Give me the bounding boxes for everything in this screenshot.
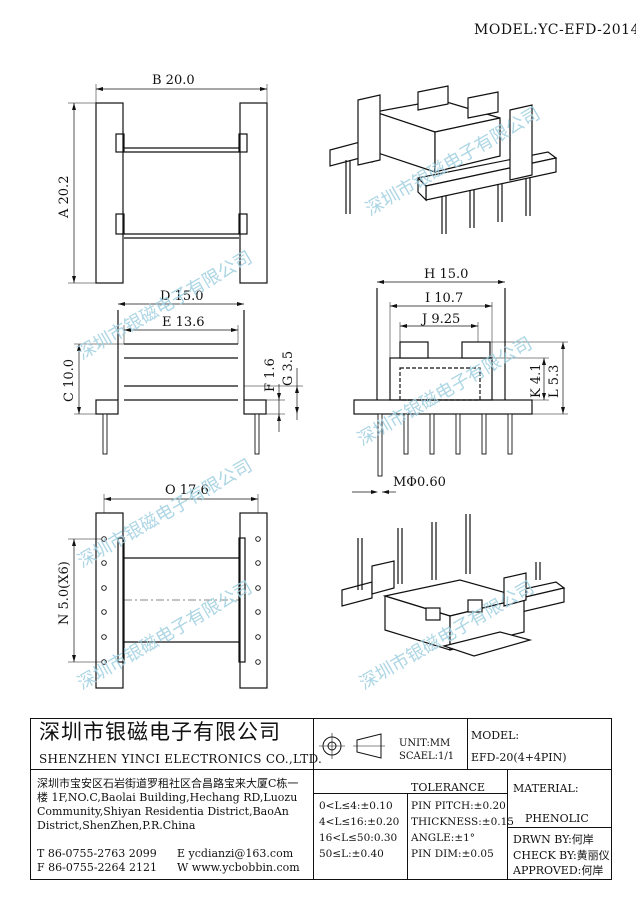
dim-h: H 15.0 (424, 267, 468, 282)
model-value: EFD-20(4+4PIN) (471, 751, 567, 764)
watermark-4: 深圳市银磁电子有限公司 (74, 455, 256, 572)
company-name-en: SHENZHEN YINCI ELECTRONICS CO.,LTD. (39, 752, 323, 766)
front-view: D 15.0 E 13.6 C 10.0 F 1.6 G 3.5 (62, 289, 303, 455)
scale: SCAEL:1/1 (399, 751, 455, 762)
checked-by: CHECK BY:黄丽仪 (513, 849, 610, 862)
email: E ycdianzi@163.com (177, 847, 294, 860)
dim-i: I 10.7 (425, 291, 463, 306)
dim-d: D 15.0 (160, 289, 204, 304)
projection-symbol-icon (319, 733, 385, 759)
dim-j: J 9.25 (420, 312, 460, 327)
approved-by: APPROVED:何岸 (513, 864, 604, 877)
dim-m: MΦ0.60 (393, 475, 446, 490)
drawn-by: DRWN BY:何岸 (513, 833, 594, 846)
telephone: T 86-0755-2763 2099 (37, 847, 157, 860)
dim-l: L 5.3 (547, 365, 562, 398)
dim-f: F 1.6 (263, 358, 278, 392)
model-header: MODEL:YC-EFD-2014 (474, 22, 636, 38)
pin-tolerance-2: THICKNESS:±0.15 (411, 816, 514, 828)
dim-e: E 13.6 (162, 315, 205, 330)
website: W www.ycbobbin.com (177, 861, 300, 874)
watermark-6: 深圳市银磁电子有限公司 (74, 577, 256, 694)
pin-tolerance-3: ANGLE:±1° (411, 832, 476, 844)
title-block: 深圳市银磁电子有限公司 SHENZHEN YINCI ELECTRONICS C… (30, 718, 612, 880)
dim-c: C 10.0 (62, 359, 77, 402)
isometric-view-top (329, 85, 558, 234)
company-name-cn: 深圳市银磁电子有限公司 (39, 720, 281, 744)
dim-a: A 20.2 (57, 176, 72, 219)
watermark-2: 深圳市银磁电子有限公司 (74, 247, 256, 364)
side-view: H 15.0 I 10.7 J 9.25 K 4.1 L 5.3 MΦ (352, 267, 568, 494)
isometric-view-bottom (341, 514, 566, 657)
dim-b: B 20.0 (152, 73, 195, 88)
tolerance-1: 0<L≤4:±0.10 (319, 800, 393, 812)
company-address: 深圳市宝安区石岩街道罗租社区合昌路宝来大厦C栋一楼 1F,NO.C,Baolai… (37, 777, 299, 832)
tolerance-2: 4<L≤16:±0.20 (319, 816, 400, 828)
dim-o: O 17.6 (165, 483, 209, 498)
model-label: MODEL: (471, 729, 520, 742)
top-view: B 20.0 A 20.2 (57, 73, 268, 284)
dim-n: N 5.0(X6) (57, 561, 72, 625)
tolerance-3: 16<L≤50:0.30 (319, 832, 398, 844)
material-value: PHENOLIC (525, 812, 589, 825)
tolerance-heading: TOLERANCE (411, 781, 485, 794)
dim-k: K 4.1 (529, 363, 544, 398)
bottom-view: O 17.6 N 5.0(X6) (57, 483, 268, 689)
tolerance-4: 50≤L:±0.40 (319, 848, 384, 860)
dim-g: G 3.5 (281, 351, 296, 386)
pin-tolerance-1: PIN PITCH:±0.20 (411, 800, 506, 812)
technical-drawing: B 20.0 A 20.2 D 15.0 E 13.6 (57, 73, 568, 694)
material-label: MATERIAL: (513, 782, 579, 795)
pin-tolerance-4: PIN DIM:±0.05 (411, 848, 494, 860)
unit: UNIT:MM (399, 738, 451, 749)
fax: F 86-0755-2264 2121 (37, 861, 158, 874)
